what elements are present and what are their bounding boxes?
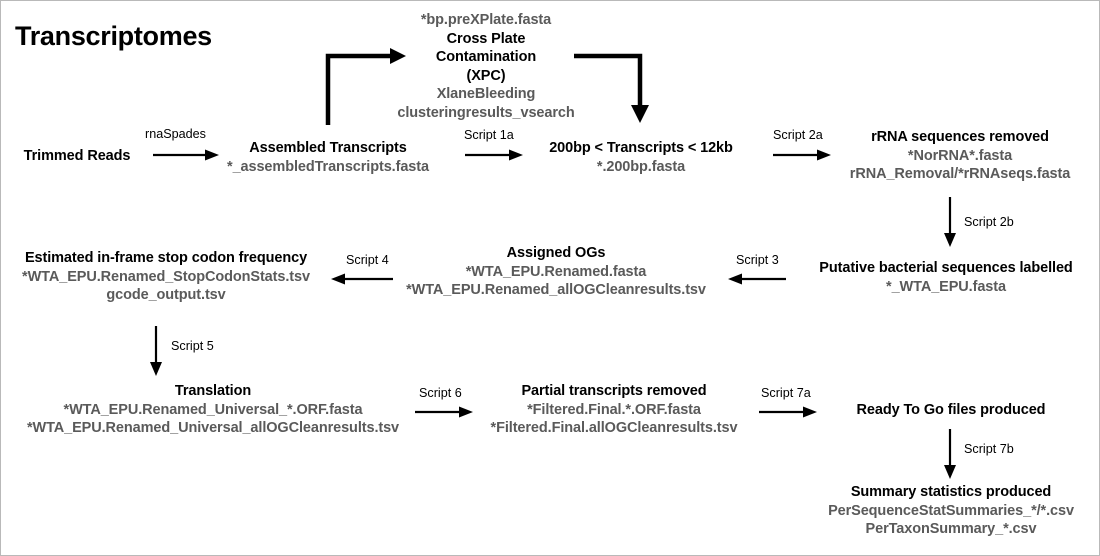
arrow-script-1a	[465, 148, 523, 162]
node-translation-header: Translation	[174, 383, 252, 399]
node-assembled-transcripts-header: Assembled Transcripts	[249, 140, 407, 156]
edge-label-script-7b: Script 7b	[964, 442, 1014, 456]
edge-label-script-7a: Script 7a	[761, 386, 811, 400]
node-assigned-ogs-file-1: *WTA_EPU.Renamed_allOGCleanresults.tsv	[406, 282, 706, 299]
node-xpc-pre-file: *bp.preXPlate.fasta	[420, 12, 552, 28]
arrow-assembled-to-xpc	[324, 45, 406, 125]
edge-label-script-1a: Script 1a	[464, 128, 514, 142]
node-cross-plate-contamination: *bp.preXPlate.fasta Cross Plate Contamin…	[376, 11, 596, 122]
edge-label-script-2a: Script 2a	[773, 128, 823, 142]
arrow-script-2a	[773, 148, 831, 162]
node-summary-stats-header: Summary statistics produced	[850, 484, 1052, 500]
arrow-script-7b	[942, 429, 958, 479]
node-partial-removed-header: Partial transcripts removed	[521, 383, 707, 399]
node-size-filtered-file-0: *.200bp.fasta	[596, 158, 686, 175]
arrow-script-4	[331, 272, 393, 286]
node-xpc-header-line-1: Cross Plate	[446, 30, 526, 47]
arrow-script-6	[415, 405, 473, 419]
node-size-filtered: 200bp < Transcripts < 12kb *.200bp.fasta	[529, 139, 753, 176]
node-stop-codon-header: Estimated in-frame stop codon frequency	[24, 250, 308, 266]
node-assigned-ogs-header: Assigned OGs	[506, 245, 606, 261]
page-title: Transcriptomes	[15, 21, 212, 51]
node-bacterial-labelled-header: Putative bacterial sequences labelled	[819, 260, 1073, 276]
arrow-rnaspades	[153, 148, 219, 162]
node-assigned-ogs: Assigned OGs *WTA_EPU.Renamed.fasta *WTA…	[391, 244, 721, 300]
node-xpc-file-0: XlaneBleeding	[436, 86, 536, 103]
node-stop-codon-file-1: gcode_output.tsv	[106, 287, 226, 304]
node-assembled-transcripts-file-0: *_assembledTranscripts.fasta	[227, 158, 429, 175]
node-bacterial-labelled: Putative bacterial sequences labelled *_…	[801, 259, 1091, 296]
arrow-script-3	[728, 272, 786, 286]
node-rrna-removed-file-1: rRNA_Removal/*rRNAseqs.fasta	[849, 166, 1071, 183]
node-translation: Translation *WTA_EPU.Renamed_Universal_*…	[3, 382, 423, 438]
arrow-script-2b	[942, 197, 958, 247]
node-assigned-ogs-file-0: *WTA_EPU.Renamed.fasta	[465, 263, 647, 280]
edge-label-script-3: Script 3	[736, 253, 779, 267]
edge-label-script-4: Script 4	[346, 253, 389, 267]
node-summary-stats-file-0: PerSequenceStatSummaries_*/*.csv	[828, 502, 1074, 519]
node-assembled-transcripts: Assembled Transcripts *_assembledTranscr…	[201, 139, 455, 176]
edge-label-script-5: Script 5	[171, 339, 214, 353]
arrow-script-5	[148, 326, 164, 376]
edge-label-rnaspades: rnaSpades	[145, 127, 206, 141]
node-ready-to-go-header: Ready To Go files produced	[856, 402, 1046, 418]
node-trimmed-reads-header: Trimmed Reads	[23, 148, 131, 164]
edge-label-script-6: Script 6	[419, 386, 462, 400]
node-stop-codon-file-0: *WTA_EPU.Renamed_StopCodonStats.tsv	[22, 268, 310, 285]
node-partial-removed-file-0: *Filtered.Final.*.ORF.fasta	[527, 401, 701, 418]
node-xpc-header-line-3: (XPC)	[466, 67, 506, 84]
node-trimmed-reads: Trimmed Reads	[9, 147, 145, 166]
node-xpc-header-line-2: Contamination	[435, 49, 537, 66]
node-translation-file-1: *WTA_EPU.Renamed_Universal_allOGCleanres…	[26, 420, 400, 437]
node-bacterial-labelled-file-0: *_WTA_EPU.fasta	[886, 278, 1006, 295]
node-stop-codon: Estimated in-frame stop codon frequency …	[3, 249, 329, 305]
node-rrna-removed-header: rRNA sequences removed	[871, 129, 1049, 145]
edge-label-script-2b: Script 2b	[964, 215, 1014, 229]
arrow-script-7a	[759, 405, 817, 419]
node-partial-removed-file-1: *Filtered.Final.allOGCleanresults.tsv	[490, 420, 738, 437]
node-rrna-removed-file-0: *NorRNA*.fasta	[907, 147, 1013, 164]
arrow-xpc-to-size-filtered	[574, 45, 654, 125]
node-xpc-file-1: clusteringresults_vsearch	[397, 104, 575, 121]
node-summary-stats: Summary statistics produced PerSequenceS…	[811, 483, 1091, 539]
node-size-filtered-header: 200bp < Transcripts < 12kb	[549, 140, 733, 156]
node-translation-file-0: *WTA_EPU.Renamed_Universal_*.ORF.fasta	[63, 401, 363, 418]
node-partial-removed: Partial transcripts removed *Filtered.Fi…	[469, 382, 759, 438]
node-ready-to-go: Ready To Go files produced	[821, 401, 1081, 420]
node-rrna-removed: rRNA sequences removed *NorRNA*.fasta rR…	[833, 128, 1087, 184]
node-summary-stats-file-1: PerTaxonSummary_*.csv	[865, 521, 1037, 538]
